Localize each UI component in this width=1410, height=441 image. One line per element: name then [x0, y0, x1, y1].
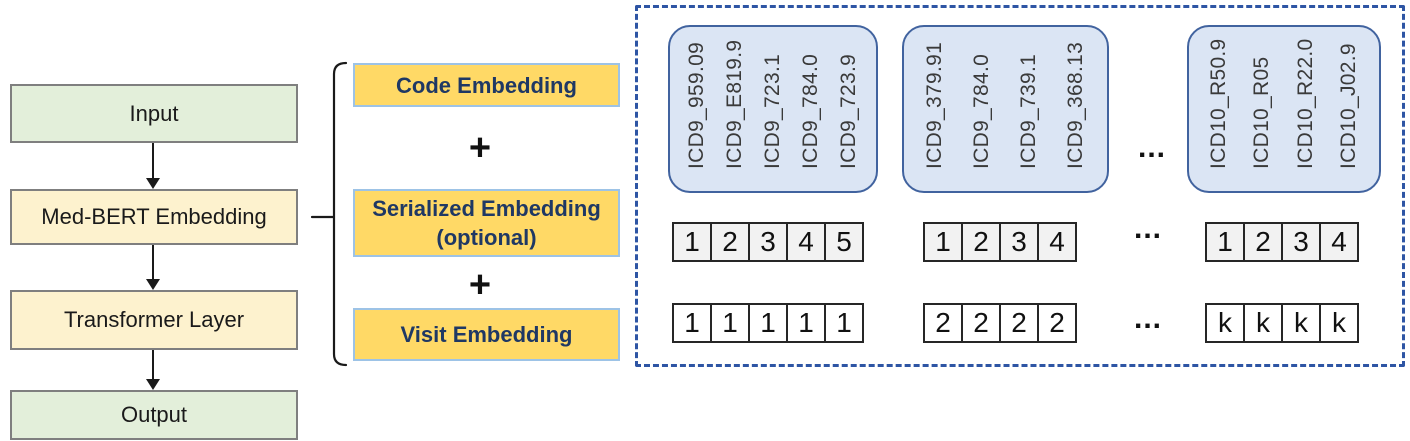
serialization-row-cell: 3 — [1281, 222, 1321, 262]
code-label: ICD9_723.9 — [837, 53, 860, 169]
code-label: ICD9_959.09 — [685, 41, 708, 169]
code-label: ICD9_368.13 — [1063, 41, 1087, 169]
brace-icon — [310, 61, 348, 367]
visit-id-row-cell: 2 — [961, 303, 1001, 343]
code-label: ICD9_723.1 — [761, 53, 784, 169]
visit-id-row-cell: k — [1281, 303, 1321, 343]
plus-sign-2: + — [468, 264, 492, 306]
code-slot: ICD9_959.09 — [678, 33, 716, 185]
code-label: ICD9_784.0 — [799, 53, 822, 169]
code-slot: ICD9_E819.9 — [716, 33, 754, 185]
flow-node-transformer-layer-label: Transformer Layer — [63, 307, 245, 332]
serialization-row-cell: 3 — [748, 222, 788, 262]
visit-id-row-cell: 1 — [824, 303, 864, 343]
code-slot: ICD9_784.0 — [792, 33, 830, 185]
example-panel: ... ... ... ICD9_959.09 ICD9_E819.9 ICD9_7… — [635, 5, 1405, 367]
code-label: ICD9_379.91 — [923, 41, 947, 169]
visits-ellipsis: ... — [1137, 131, 1166, 164]
visit-codes-box: ICD9_959.09 ICD9_E819.9 ICD9_723.1 ICD9_784… — [668, 25, 878, 193]
visit-codes-box: ICD10_R50.9 ICD10_R05 ICD10_R22.0 ICD10_J02… — [1187, 25, 1381, 193]
code-slot: ICD10_R50.9 — [1197, 33, 1241, 185]
visit-id-row-cell: 1 — [710, 303, 750, 343]
code-label: ICD9_784.0 — [970, 53, 994, 169]
code-slot: ICD9_784.0 — [959, 33, 1006, 185]
code-label: ICD9_E819.9 — [723, 39, 746, 169]
serialization-row-cell: 4 — [1037, 222, 1077, 262]
serialization-row-cell: 4 — [1319, 222, 1359, 262]
serialized-embedding-label: Serialized Embedding — [372, 196, 601, 221]
code-embedding-label: Code Embedding — [396, 72, 577, 98]
code-label: ICD10_R22.0 — [1293, 38, 1317, 169]
code-slot: ICD9_723.9 — [830, 33, 868, 185]
code-label: ICD10_R05 — [1250, 56, 1274, 169]
flow-node-transformer-layer: Transformer Layer — [10, 290, 298, 350]
visit-embedding-label: Visit Embedding — [400, 322, 573, 347]
serialization-ellipsis: ... — [1133, 212, 1162, 245]
visit-id-row-cell: 1 — [786, 303, 826, 343]
code-embedding-box: Code Embedding — [353, 63, 620, 107]
flow-node-output-label: Output — [120, 402, 188, 427]
flow-arrow-2-head — [146, 279, 160, 290]
code-label: ICD10_J02.9 — [1337, 43, 1361, 169]
serialization-row-cell: 1 — [1205, 222, 1245, 262]
flow-node-input: Input — [10, 84, 298, 143]
visit-id-row-cell: k — [1243, 303, 1283, 343]
visit-embedding-box: Visit Embedding — [353, 308, 620, 361]
visit-id-row-cell: 1 — [672, 303, 712, 343]
flow-arrow-1 — [152, 143, 154, 179]
visit-id-row-cell: 2 — [1037, 303, 1077, 343]
visit-codes-box: ICD9_379.91 ICD9_784.0 ICD9_739.1 ICD9_368.… — [902, 25, 1109, 193]
code-slot: ICD9_739.1 — [1006, 33, 1053, 185]
serialization-row-cell: 3 — [999, 222, 1039, 262]
serialization-row-cell: 1 — [923, 222, 963, 262]
flow-arrow-3 — [152, 350, 154, 380]
visit-id-row-cell: k — [1205, 303, 1245, 343]
visit-id-row-cell: 1 — [748, 303, 788, 343]
visit-id-row-cell: k — [1319, 303, 1359, 343]
serialization-row-cell: 2 — [961, 222, 1001, 262]
code-slot: ICD10_R22.0 — [1284, 33, 1328, 185]
flow-arrow-3-head — [146, 379, 160, 390]
code-slot: ICD9_379.91 — [912, 33, 959, 185]
code-label: ICD9_739.1 — [1016, 53, 1040, 169]
serialization-row-cell: 2 — [710, 222, 750, 262]
serialization-row-cell: 1 — [672, 222, 712, 262]
code-label: ICD10_R50.9 — [1206, 38, 1230, 169]
plus-sign-1: + — [468, 127, 492, 169]
code-slot: ICD10_R05 — [1241, 33, 1285, 185]
serialized-embedding-box: Serialized Embedding (optional) — [353, 189, 620, 257]
serialization-row-cell: 5 — [824, 222, 864, 262]
code-slot: ICD9_368.13 — [1052, 33, 1099, 185]
flow-node-input-label: Input — [129, 100, 179, 126]
serialization-row-cell: 4 — [786, 222, 826, 262]
code-slot: ICD9_723.1 — [754, 33, 792, 185]
flow-node-med-bert-embedding: Med-BERT Embedding — [10, 189, 298, 245]
visit-ids-ellipsis: ... — [1133, 302, 1162, 335]
visit-id-row-cell: 2 — [999, 303, 1039, 343]
flow-arrow-1-head — [146, 178, 160, 189]
flow-node-med-bert-embedding-label: Med-BERT Embedding — [41, 204, 267, 229]
flow-node-output: Output — [10, 390, 298, 440]
serialized-embedding-sublabel: (optional) — [436, 225, 537, 250]
code-slot: ICD10_J02.9 — [1328, 33, 1372, 185]
flow-arrow-2 — [152, 245, 154, 280]
visit-id-row-cell: 2 — [923, 303, 963, 343]
serialization-row-cell: 2 — [1243, 222, 1283, 262]
